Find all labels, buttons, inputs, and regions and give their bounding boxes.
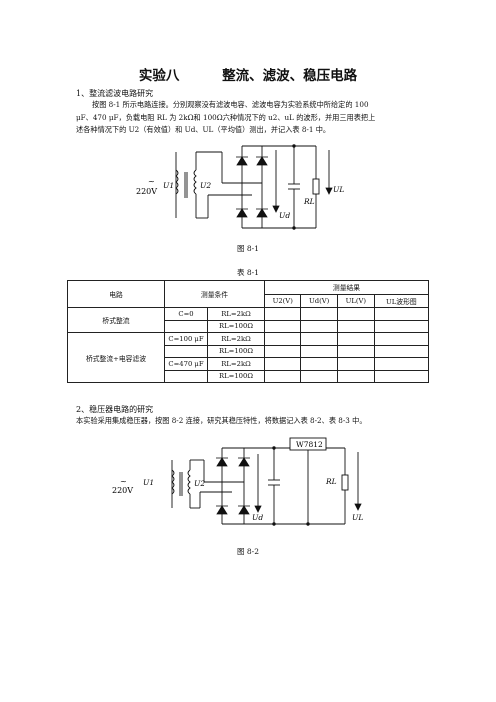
- table-row: RL=100Ω: [68, 369, 430, 383]
- section2-heading: 2、稳压器电路的研究: [76, 405, 154, 414]
- cell-capacitor: C=100 μF: [164, 332, 208, 346]
- fig2-rl-label: RL: [325, 477, 337, 486]
- figure-8-1-circuit: ~ 220V U1 U2 Ud RL UL: [136, 144, 344, 230]
- cell-capacitor: [164, 369, 208, 383]
- section2-paragraph: 本实验采用集成稳压器，按图 8-2 连接，研究其稳压特性，将数据记入表 8-2、…: [76, 416, 367, 425]
- fig2-source-symbol: ~: [120, 477, 127, 486]
- figure-8-1-caption: 图 8-1: [237, 244, 259, 253]
- fig1-ud-label: Ud: [279, 211, 290, 220]
- header-circuit: 电路: [67, 280, 165, 308]
- cell-load: RL=100Ω: [207, 319, 265, 333]
- cell-capacitor: [164, 319, 208, 333]
- para-line: 按图 8-1 所示电路连接。分别观察没有滤波电容、滤波电容为实验系统中所给定的 …: [92, 100, 369, 109]
- fig1-source-symbol: ~: [148, 177, 155, 186]
- title-experiment: 实验八: [138, 68, 180, 84]
- table-row: 桥式整流+电容滤波 C=100 μF RL=2kΩ: [67, 332, 430, 383]
- header-ul-waveform: UL波形图: [373, 293, 430, 308]
- header-condition: 测量条件: [164, 280, 265, 308]
- figure-8-2-circuit: W7812 ~ 220V U1 U2 Ud RL UL: [112, 437, 363, 526]
- cell-capacitor: C=470 μF: [164, 357, 208, 371]
- para-line: μF、470 μF，负载电阻 RL 为 2kΩ和 100Ω六种情况下的 u2、u…: [76, 112, 376, 122]
- table-8-1-caption: 表 8-1: [237, 268, 259, 277]
- fig1-u1-label: U1: [163, 181, 174, 190]
- fig2-voltage-label: 220V: [112, 486, 133, 495]
- section1-heading: 1、整流滤波电路研究: [76, 89, 154, 98]
- table-row: RL=100Ω: [68, 344, 430, 358]
- title-topic: 整流、滤波、稳压电路: [222, 68, 358, 84]
- cell-load: RL=2kΩ: [207, 307, 265, 321]
- cell-circuit: 桥式整流: [67, 307, 165, 333]
- fig2-ud-label: Ud: [252, 513, 263, 522]
- header-ul: UL(V): [336, 293, 375, 308]
- cell-load: RL=2kΩ: [207, 332, 265, 346]
- fig2-ul-label: UL: [352, 513, 363, 522]
- para-line: 述各种情况下的 U2（有效值）和 Ud、UL（平均值）测出，并记入表 8-1 中…: [76, 125, 331, 134]
- fig1-rl-label: RL: [303, 197, 315, 206]
- cell-load: RL=100Ω: [207, 369, 265, 383]
- section1-paragraph: 按图 8-1 所示电路连接。分别观察没有滤波电容、滤波电容为实验系统中所给定的 …: [76, 99, 420, 137]
- cell-load: RL=100Ω: [207, 344, 265, 358]
- figure-8-2-caption: 图 8-2: [237, 547, 259, 556]
- header-result: 测量结果: [264, 280, 429, 295]
- header-ud: Ud(V): [300, 293, 338, 308]
- table-row: 桥式整流 C=0 RL=2kΩ: [67, 307, 430, 333]
- table-8-1: 电路 测量条件 测量结果 U2(V) Ud(V) UL(V) UL波形图 桥式整…: [67, 280, 430, 383]
- cell-load: RL=2kΩ: [207, 357, 265, 371]
- fig2-regulator-label: W7812: [296, 440, 323, 449]
- fig2-u2-label: U2: [194, 479, 205, 488]
- cell-capacitor: [164, 344, 208, 358]
- fig1-voltage-label: 220V: [136, 187, 157, 196]
- header-u2: U2(V): [263, 293, 302, 308]
- page-title: 实验八 整流、滤波、稳压电路: [0, 64, 496, 84]
- fig1-u2-label: U2: [200, 181, 211, 190]
- table-row: RL=100Ω: [68, 319, 430, 333]
- cell-capacitor: C=0: [164, 307, 208, 321]
- fig2-u1-label: U1: [143, 478, 154, 487]
- cell-circuit: 桥式整流+电容滤波: [67, 332, 165, 383]
- fig1-ul-label: UL: [333, 185, 344, 194]
